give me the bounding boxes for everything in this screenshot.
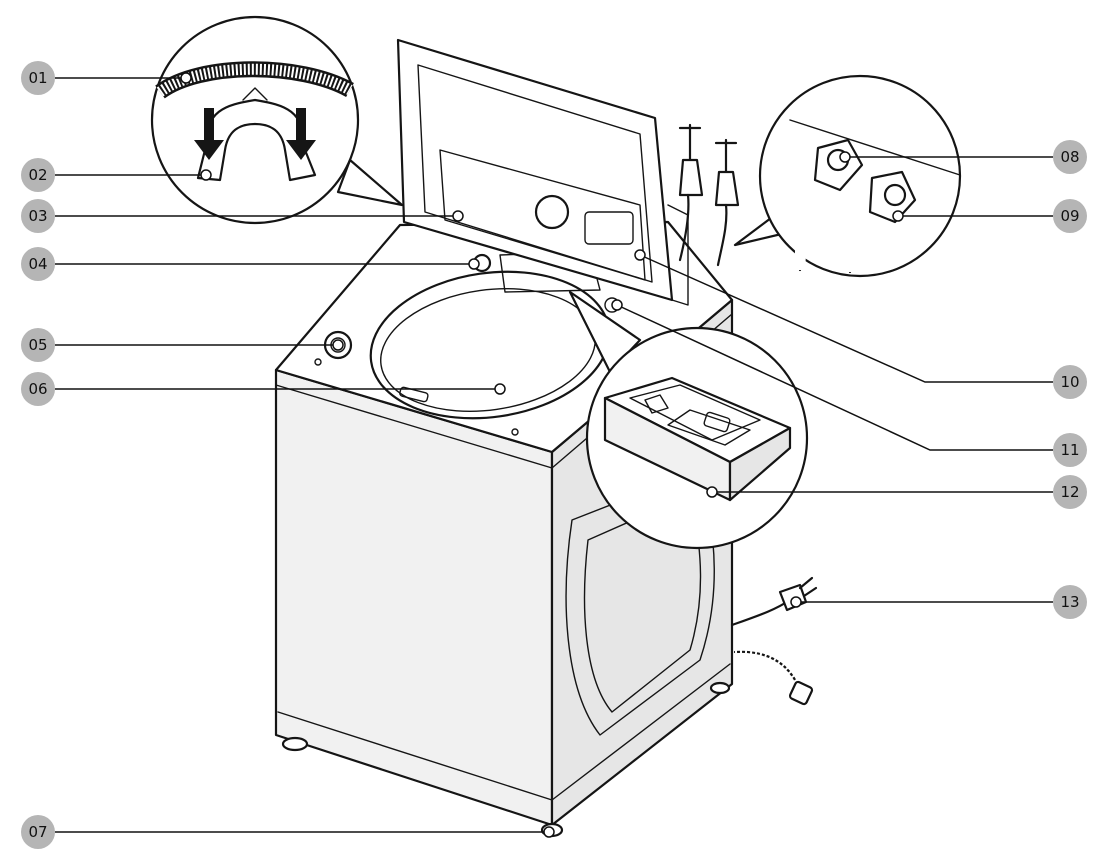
callout-07: 07 bbox=[21, 815, 555, 849]
callout-label-04: 04 bbox=[28, 255, 47, 273]
callout-05: 05 bbox=[21, 328, 344, 362]
washer-lid bbox=[396, 38, 689, 306]
detail-detergent-drawer bbox=[568, 290, 809, 550]
callout-02: 02 bbox=[21, 158, 212, 192]
drain-hose bbox=[733, 649, 814, 706]
callout-label-02: 02 bbox=[28, 166, 47, 184]
detail-drain-hose-guide bbox=[150, 15, 404, 225]
callout-06: 06 bbox=[21, 372, 506, 406]
callout-label-08: 08 bbox=[1060, 148, 1079, 166]
callout-03: 03 bbox=[21, 199, 464, 233]
callout-13: 13 bbox=[790, 585, 1087, 619]
callout-label-13: 13 bbox=[1060, 593, 1079, 611]
callout-label-03: 03 bbox=[28, 207, 47, 225]
callout-10: 10 bbox=[634, 249, 1087, 399]
callout-label-09: 09 bbox=[1060, 207, 1079, 225]
water-taps bbox=[678, 123, 740, 267]
callout-label-11: 11 bbox=[1060, 441, 1079, 459]
callout-label-12: 12 bbox=[1060, 483, 1079, 501]
detail-water-inlets bbox=[733, 74, 962, 278]
callout-label-06: 06 bbox=[28, 380, 47, 398]
callout-08: 08 bbox=[839, 140, 1087, 174]
callout-label-01: 01 bbox=[28, 69, 47, 87]
callouts: 01 02 03 04 05 bbox=[21, 61, 1087, 849]
callout-09: 09 bbox=[892, 199, 1087, 233]
callout-label-07: 07 bbox=[28, 823, 47, 841]
callout-12: 12 bbox=[706, 475, 1087, 509]
callout-04: 04 bbox=[21, 247, 480, 281]
callout-label-05: 05 bbox=[28, 336, 47, 354]
callout-01: 01 bbox=[21, 61, 192, 95]
callout-label-10: 10 bbox=[1060, 373, 1079, 391]
callout-11: 11 bbox=[611, 299, 1087, 467]
